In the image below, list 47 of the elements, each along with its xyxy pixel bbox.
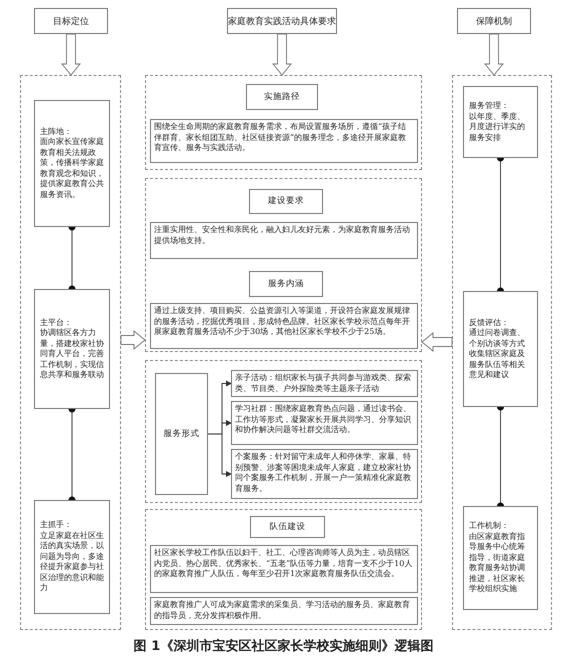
dashed-panel xyxy=(145,360,422,503)
arrow xyxy=(208,434,232,477)
body-text: 由区家庭教育指导服务中心统筹指导，街道家庭教育服务站协调推进，社区家长学校组织实施 xyxy=(469,532,526,595)
heading-text: 服务管理： xyxy=(469,101,510,112)
text-box: 社区家长学校工作队伍以妇干、社工、心理咨询师等人员为主，动员辖区内党员、热心居民、优秀家长、“五老”队伍等力量，培育一支不少于10人的家庭教育推广人队伍，每年至少召开1次家庭教育服务队伍交流会。 xyxy=(150,545,418,593)
dashed-panel xyxy=(452,75,552,630)
text-box xyxy=(463,506,538,610)
title-box: 实施路径 xyxy=(246,84,318,110)
body-text: 通过问卷调查、个别访谈等方式收集辖区家庭及服务队伍等相关意见和建议 xyxy=(469,328,526,380)
text-box xyxy=(34,289,110,409)
title-box: 服务内涵 xyxy=(249,271,323,297)
text-box: 个案服务：针对留守未成年人和停休学、家暴、特别预警、涉案等困境未成年人家庭，建立校家社协同个案服务工作机制，开展一户一策精准化家庭教育服务。 xyxy=(231,449,418,499)
block-arrow xyxy=(61,34,81,76)
body-text: 以年度、季度、月度进行详实的服务安排 xyxy=(469,112,526,143)
block-arrow xyxy=(120,330,146,350)
header-box: 保障机制 xyxy=(457,8,531,34)
heading-text: 工作机制： xyxy=(469,521,510,532)
title-box: 队伍建设 xyxy=(250,516,325,538)
text-box: 注重实用性、安全性和亲民化，融入妇儿友好元素，为家庭教育服务活动提供场地支持。 xyxy=(150,222,418,259)
text-box: 学习社群：围绕家庭教育热点问题，通过读书会、工作坊等形式，凝聚家长开展共同学习、分享知识和协作解决问题等社群交流活动。 xyxy=(231,401,418,445)
text-box: 家庭教育推广人可成为家庭需求的采集员、学习活动的服务员、家庭教育的指导员，充分发挥积极作用。 xyxy=(150,597,418,625)
figure-caption: 图 1《深圳市宝安区社区家长学校实施细则》逻辑图 xyxy=(132,638,434,655)
body-text: 协调辖区各方力量，搭建校家社协同育人平台，完善工作机制，实现信息共享和服务联动 xyxy=(40,328,104,380)
block-arrow xyxy=(484,34,504,76)
text-box: 围绕全生命周期的家庭教育服务需求，布局设置服务场所，遵循“孩子结伴群育、家长组团互助、社区链接资源”的服务理念，多途径开展家庭教育宣传、服务与实践活动。 xyxy=(150,119,418,163)
header-box: 家庭教育实践活动具体要求 xyxy=(227,8,337,34)
dashed-panel xyxy=(20,75,121,630)
title-box: 服务形式 xyxy=(155,373,208,495)
text-box xyxy=(34,500,110,614)
text-box xyxy=(463,86,538,158)
heading-text: 主阵地： xyxy=(40,126,73,137)
dashed-panel xyxy=(145,178,422,352)
text-box: 亲子活动：组织家长与孩子共同参与游戏类、探索类、节目类、户外探险类等主题亲子活动 xyxy=(231,370,418,397)
block-arrow xyxy=(272,34,292,76)
title-box: 建设要求 xyxy=(249,189,323,214)
text-box xyxy=(34,100,110,227)
heading-text: 主抓手： xyxy=(40,520,73,531)
block-arrow xyxy=(421,332,452,352)
text-box: 通过上级支持、项目购买、公益资源引入等渠道，开设符合家庭发展规律的服务活动，挖掘优秀项目，形成特色品牌。社区家长学校示范点每年开展家庭教育服务活动不少于30场，其他社区家长学校不少于25场。 xyxy=(150,303,418,349)
dashed-panel xyxy=(145,75,422,170)
heading-text: 主平台： xyxy=(40,318,73,328)
dashed-panel xyxy=(145,509,422,630)
heading-text: 反馈评估： xyxy=(469,318,510,328)
header-box: 目标定位 xyxy=(34,8,108,34)
body-text: 立足家庭在社区生活的真实场景，以问题为导向，多途径提升家庭参与社区治理的意识和能力 xyxy=(40,530,104,594)
text-box xyxy=(463,291,538,407)
body-text: 面向家长宣传家庭教育相关法规政策，传播科学家庭教育观念和知识，提供家庭教育公共服务资讯。 xyxy=(40,137,104,200)
